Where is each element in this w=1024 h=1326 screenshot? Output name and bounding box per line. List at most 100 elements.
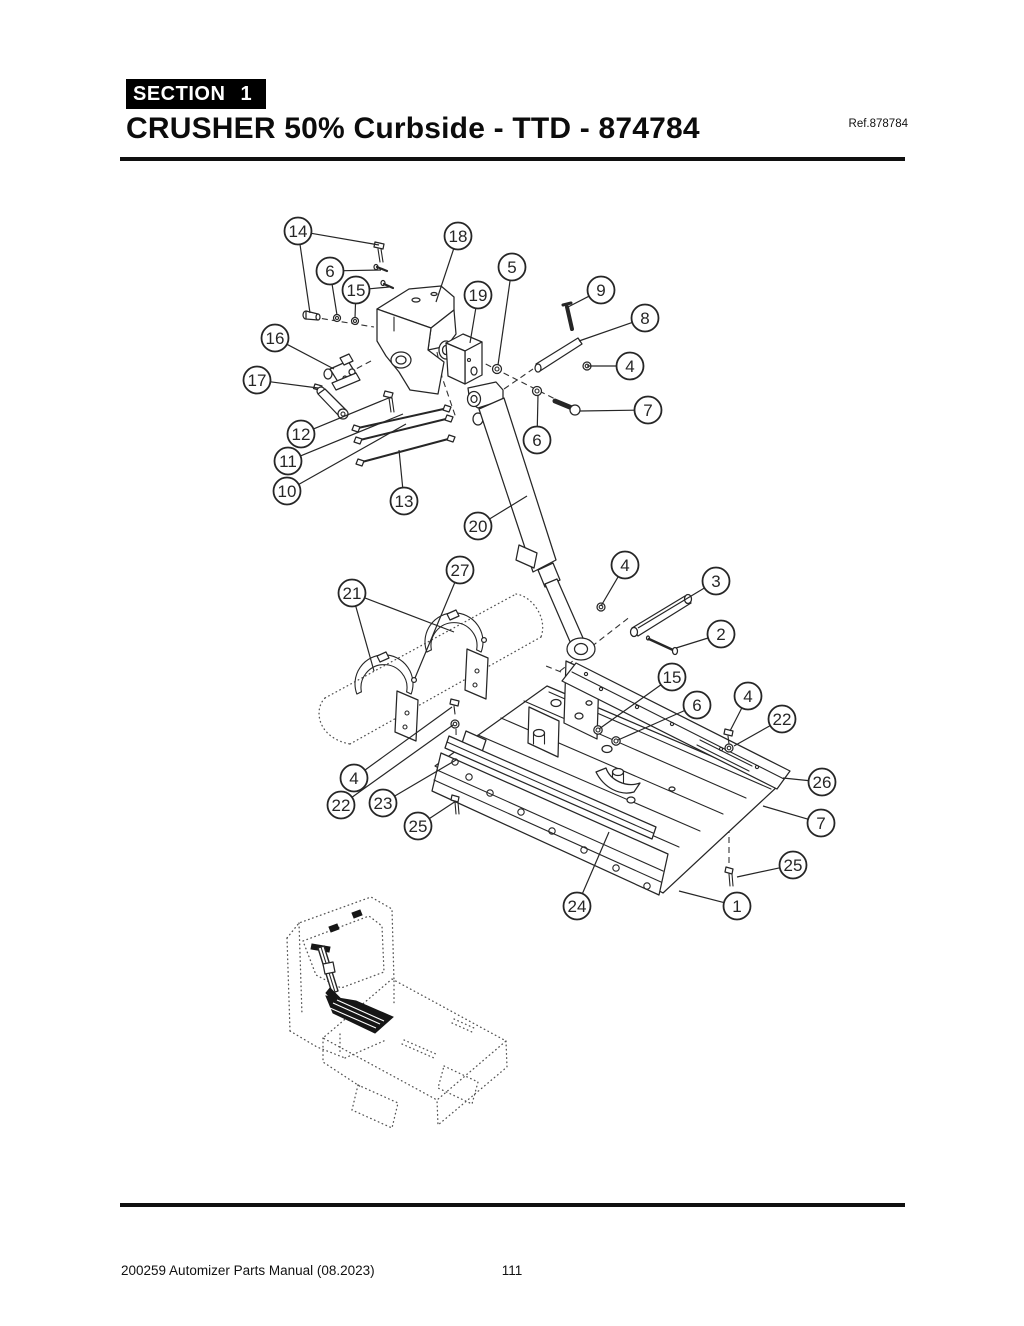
svg-text:12: 12 — [292, 425, 311, 444]
svg-text:17: 17 — [248, 371, 267, 390]
spacer-block-19 — [445, 333, 483, 385]
pin-9 — [561, 301, 574, 331]
link-arm-17 — [312, 383, 349, 420]
svg-text:2: 2 — [716, 625, 725, 644]
svg-text:6: 6 — [325, 262, 334, 281]
callout-27: 27 — [414, 555, 475, 679]
callout-22: 22 — [326, 724, 454, 820]
tie-rods — [351, 390, 456, 467]
pin-2 — [645, 635, 679, 656]
callout-7: 7 — [762, 805, 836, 838]
callout-6: 6 — [522, 394, 552, 455]
svg-text:26: 26 — [813, 773, 832, 792]
truck-roof-hinge-marks — [328, 909, 363, 933]
svg-text:7: 7 — [643, 401, 652, 420]
callout-1: 1 — [678, 890, 752, 921]
svg-text:4: 4 — [743, 687, 752, 706]
callout-24: 24 — [562, 831, 610, 921]
callout-2: 2 — [675, 619, 736, 649]
callout-8: 8 — [578, 303, 660, 342]
callout-17: 17 — [242, 365, 319, 395]
callout-15: 15 — [341, 275, 390, 319]
clevis-pin-14 — [302, 310, 321, 321]
svg-text:14: 14 — [289, 222, 308, 241]
screw-6a — [373, 263, 389, 273]
svg-text:24: 24 — [568, 897, 587, 916]
callout-16: 16 — [260, 323, 335, 370]
callout-22: 22 — [733, 704, 797, 747]
page-title: CRUSHER 50% Curbside - TTD - 874784 — [126, 112, 700, 145]
screw-15a — [380, 279, 395, 290]
svg-text:25: 25 — [409, 817, 428, 836]
svg-text:4: 4 — [620, 556, 629, 575]
washer-22a — [724, 743, 734, 753]
lower-hardware — [449, 593, 734, 887]
svg-text:22: 22 — [332, 796, 351, 815]
washer-5 — [491, 363, 503, 375]
svg-text:15: 15 — [663, 668, 682, 687]
callout-20: 20 — [463, 495, 528, 541]
svg-text:8: 8 — [640, 309, 649, 328]
svg-text:13: 13 — [395, 492, 414, 511]
svg-text:5: 5 — [507, 258, 516, 277]
bolt-7a — [552, 398, 581, 416]
svg-text:4: 4 — [349, 769, 358, 788]
dotted-tank-outline — [318, 593, 544, 745]
washer-6 — [332, 313, 342, 323]
svg-text:15: 15 — [347, 281, 366, 300]
reference-number: Ref.878784 — [848, 118, 908, 130]
callout-15: 15 — [598, 662, 687, 730]
svg-text:10: 10 — [278, 482, 297, 501]
svg-text:7: 7 — [816, 814, 825, 833]
footer-rule — [120, 1203, 905, 1207]
installed-crusher-unit — [310, 943, 394, 1034]
truck-chassis-dotted-view — [286, 896, 508, 1129]
svg-text:6: 6 — [692, 696, 701, 715]
nut-4b — [596, 602, 606, 612]
svg-text:22: 22 — [773, 710, 792, 729]
svg-text:3: 3 — [711, 572, 720, 591]
svg-text:25: 25 — [784, 856, 803, 875]
callout-7: 7 — [579, 395, 663, 425]
svg-text:9: 9 — [596, 281, 605, 300]
bolt-14-target — [373, 241, 385, 263]
svg-text:4: 4 — [625, 357, 634, 376]
bolt-25a — [450, 794, 460, 815]
callout-balloons: 1234444566677891011121314151516171819202… — [242, 216, 837, 921]
callout-14: 14 — [283, 216, 380, 314]
svg-text:16: 16 — [266, 329, 285, 348]
washer-22b — [450, 719, 460, 729]
section-badge: SECTION 1 — [126, 79, 267, 109]
front-rail-23 — [444, 735, 657, 840]
svg-text:23: 23 — [374, 794, 393, 813]
bolt-12 — [382, 390, 395, 413]
nut-6c — [611, 736, 621, 746]
callout-3: 3 — [637, 566, 731, 629]
callout-6: 6 — [617, 690, 712, 741]
svg-text:20: 20 — [469, 517, 488, 536]
callout-13: 13 — [389, 449, 419, 516]
header-rule — [120, 157, 905, 161]
callout-5: 5 — [497, 252, 527, 366]
bolt-25b — [724, 866, 734, 887]
svg-text:21: 21 — [343, 584, 362, 603]
clamp-band-left-21 — [354, 651, 419, 742]
pivot-pin-8 — [534, 337, 583, 373]
svg-text:27: 27 — [451, 561, 470, 580]
hydraulic-cylinder-20 — [466, 381, 596, 661]
top-wear-plate-26 — [561, 662, 791, 790]
callout-19: 19 — [463, 280, 493, 344]
mounting-bracket-18 — [376, 285, 457, 395]
callout-4: 4 — [729, 681, 763, 732]
svg-text:1: 1 — [732, 897, 741, 916]
callout-25: 25 — [403, 800, 457, 841]
callout-4: 4 — [600, 550, 640, 607]
footer-manual-title: 200259 Automizer Parts Manual (08.2023) — [121, 1263, 375, 1278]
callout-10: 10 — [272, 423, 407, 506]
svg-text:18: 18 — [449, 227, 468, 246]
callout-9: 9 — [567, 275, 616, 308]
callout-18: 18 — [435, 221, 473, 303]
callout-6: 6 — [315, 256, 382, 316]
